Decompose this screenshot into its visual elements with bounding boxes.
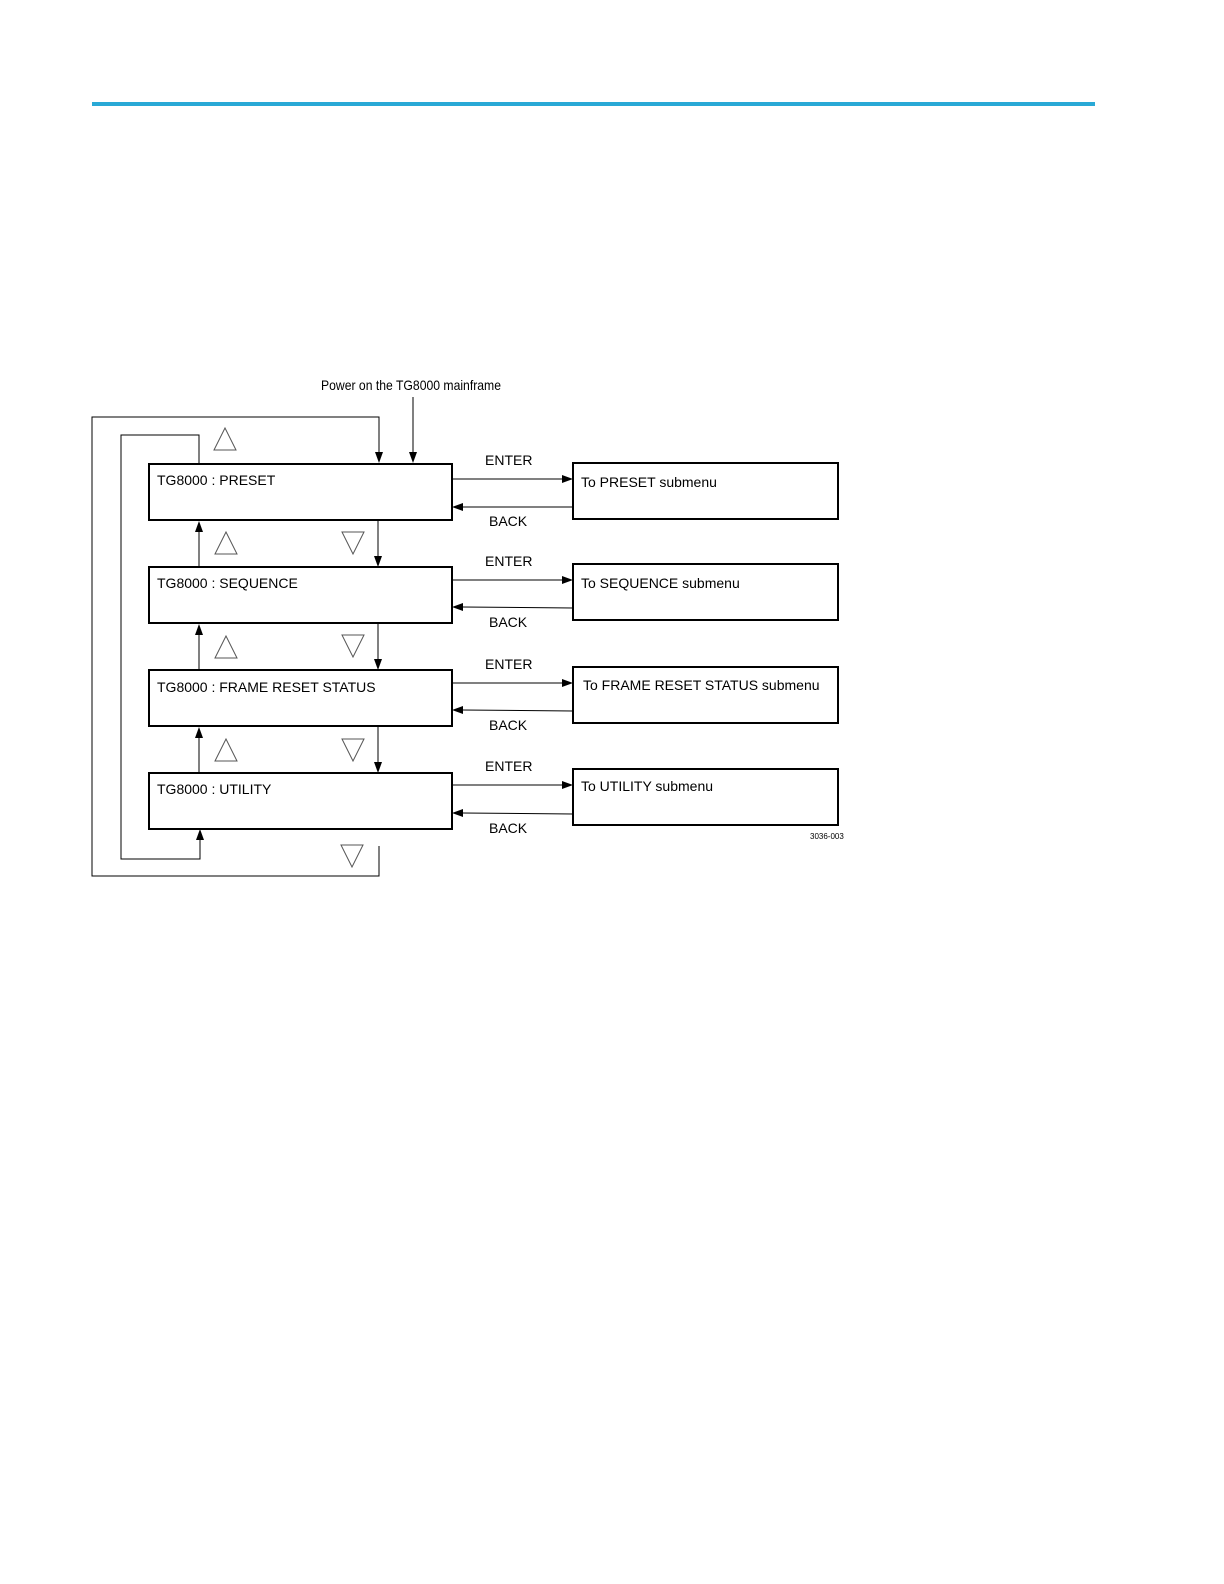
submenu-label-utility: To UTILITY submenu <box>581 778 713 794</box>
down-arrow-icon-3 <box>342 739 364 761</box>
up-arrow-icon-3 <box>215 636 237 658</box>
submenu-box-utility: To UTILITY submenu <box>573 769 838 825</box>
up-arrow-icon-2 <box>215 532 237 554</box>
submenu-label-sequence: To SEQUENCE submenu <box>581 575 740 591</box>
enter-label-3: ENTER <box>485 656 532 672</box>
figure-id: 3036-003 <box>810 832 844 841</box>
submenu-box-frame-reset-status: To FRAME RESET STATUS submenu <box>573 667 838 723</box>
enter-label-1: ENTER <box>485 452 532 468</box>
menu-box-frame-reset-status: TG8000 : FRAME RESET STATUS <box>149 670 452 726</box>
menu-box-preset: TG8000 : PRESET <box>149 464 452 520</box>
submenu-box-sequence: To SEQUENCE submenu <box>573 564 838 620</box>
back-label-4: BACK <box>489 820 528 836</box>
menu-box-sequence: TG8000 : SEQUENCE <box>149 567 452 623</box>
up-arrow-icon-1 <box>214 428 236 450</box>
enter-label-2: ENTER <box>485 553 532 569</box>
down-arrow-icon-4 <box>341 845 363 867</box>
back-label-1: BACK <box>489 513 528 529</box>
menu-label-sequence: TG8000 : SEQUENCE <box>157 575 298 591</box>
menu-label-frame-reset-status: TG8000 : FRAME RESET STATUS <box>157 679 376 695</box>
submenu-label-frame-reset-status: To FRAME RESET STATUS submenu <box>583 677 820 693</box>
up-arrow-icon-4 <box>215 739 237 761</box>
submenu-box-preset: To PRESET submenu <box>573 463 838 519</box>
start-label: Power on the TG8000 mainframe <box>321 377 501 393</box>
back-label-3: BACK <box>489 717 528 733</box>
menu-box-utility: TG8000 : UTILITY <box>149 773 452 829</box>
start-arrow-head <box>409 452 417 463</box>
down-arrow-icon-1 <box>342 532 364 554</box>
submenu-label-preset: To PRESET submenu <box>581 474 717 490</box>
back-label-2: BACK <box>489 614 528 630</box>
inner-wrap-arrow-head <box>196 829 204 840</box>
enter-label-4: ENTER <box>485 758 532 774</box>
menu-label-utility: TG8000 : UTILITY <box>157 781 272 797</box>
enter-back-row-2: ENTER BACK <box>452 553 573 630</box>
enter-back-row-3: ENTER BACK <box>452 656 573 733</box>
enter-back-row-4: ENTER BACK <box>452 758 573 836</box>
down-arrow-icon-2 <box>342 635 364 657</box>
menu-label-preset: TG8000 : PRESET <box>157 472 276 488</box>
enter-back-row-1: ENTER BACK <box>452 452 573 529</box>
outer-wrap-arrow-head <box>375 452 383 463</box>
